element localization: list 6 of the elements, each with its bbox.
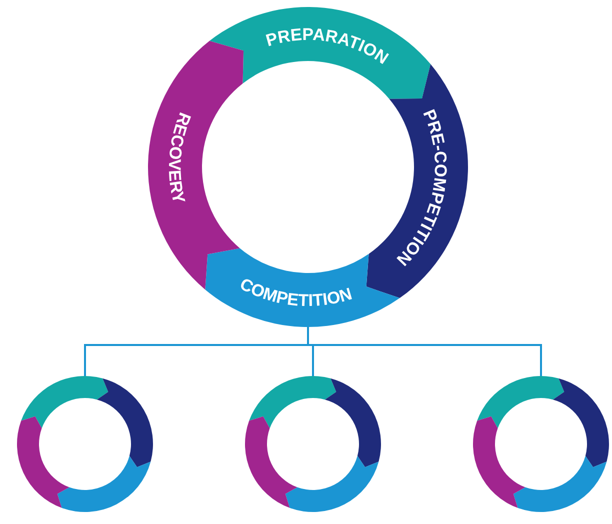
cycle-ring (473, 376, 609, 512)
cycle-segment (210, 7, 431, 99)
cycle-ring (245, 376, 381, 512)
cycle-ring (17, 376, 153, 512)
segment-label: COMPETITION (236, 274, 354, 310)
connector-line (307, 327, 542, 376)
